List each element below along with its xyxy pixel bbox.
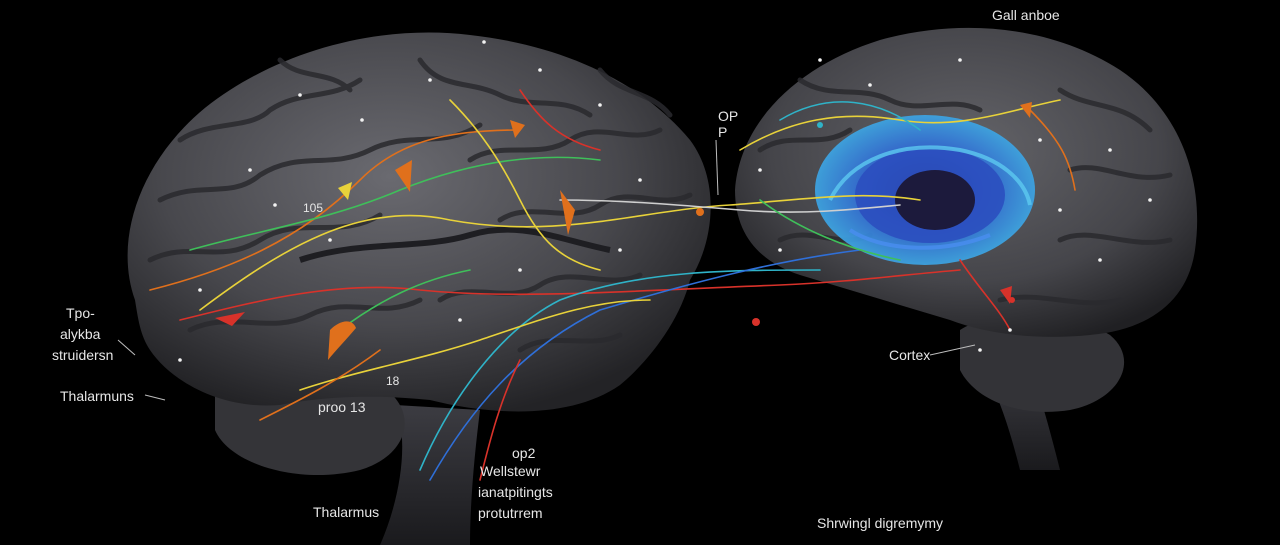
label-left-3: struidersn [52,347,114,363]
label-prop: proo 13 [318,399,366,415]
label-cortex: Cortex [889,347,931,363]
left-sylvian-fissure [299,226,611,263]
left-brain [127,32,711,545]
left-cerebrum [127,32,711,412]
label-top-right: Gall anboe [992,7,1060,23]
caption: Shrwingl digremymy [817,515,944,531]
label-left-2: alykba [60,326,101,342]
label-protutrrem: protutrrem [478,505,543,521]
label-op2: op2 [512,445,536,461]
pathway-nodes [215,102,1032,360]
label-left-thalamus: Thalarmuns [60,388,134,404]
sparkle-dots [178,40,1152,362]
right-brain [735,27,1198,470]
label-p: P [718,124,728,140]
right-gyri [757,77,1173,306]
right-cerebellum [960,315,1125,412]
label-ianatpitingts: ianatpitingts [478,484,553,500]
label-small-18: 18 [386,374,400,388]
label-op: OP [718,108,739,124]
label-bottom-thalamus: Thalarmus [313,504,380,520]
neural-pathways [149,89,1076,481]
left-gyri [147,57,693,353]
limbic-core [815,115,1035,265]
label-leader-lines [117,139,976,401]
label-small-105: 105 [303,201,324,215]
label-wellstewr: Wellstewr [480,463,541,479]
label-left-1: Tpo- [66,305,95,321]
